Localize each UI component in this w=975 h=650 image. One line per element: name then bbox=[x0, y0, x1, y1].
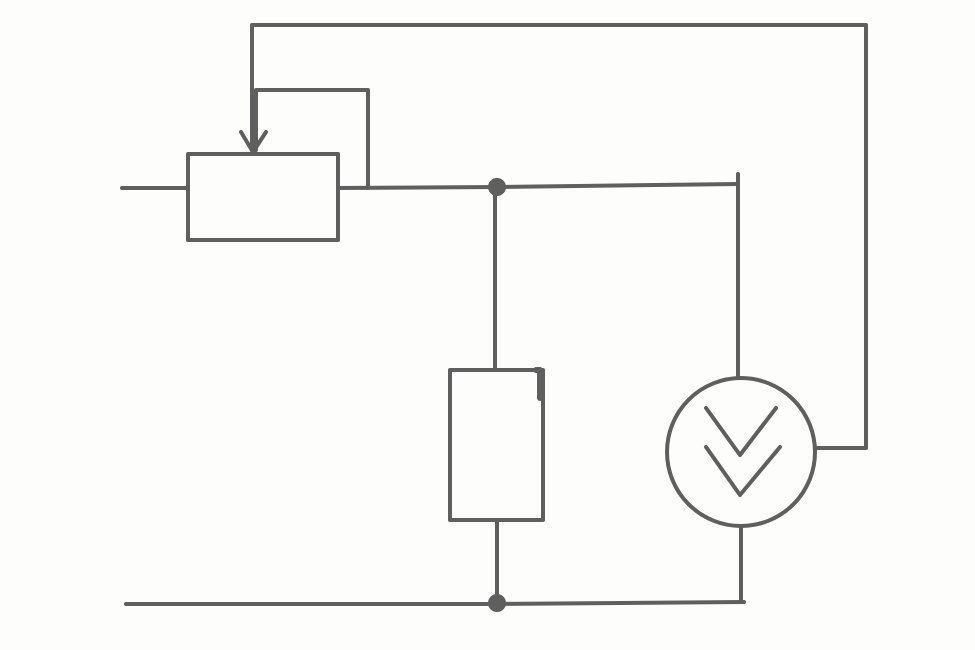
wire-top-rail bbox=[336, 182, 740, 190]
wire-wiper-bypass bbox=[254, 88, 370, 190]
rheostat-body bbox=[186, 152, 340, 242]
junction-top-node bbox=[488, 178, 506, 196]
voltmeter-chevron-icon-lower bbox=[704, 445, 782, 497]
resistor-body bbox=[448, 368, 545, 522]
voltmeter-chevron-icon bbox=[704, 406, 778, 457]
junction-bottom-node bbox=[488, 594, 506, 612]
wire-feedback-loop bbox=[250, 23, 868, 450]
resistor-corner-mark bbox=[533, 367, 543, 401]
wiper-arrowhead-icon bbox=[239, 130, 268, 154]
wire-bottom-rail bbox=[124, 600, 746, 606]
